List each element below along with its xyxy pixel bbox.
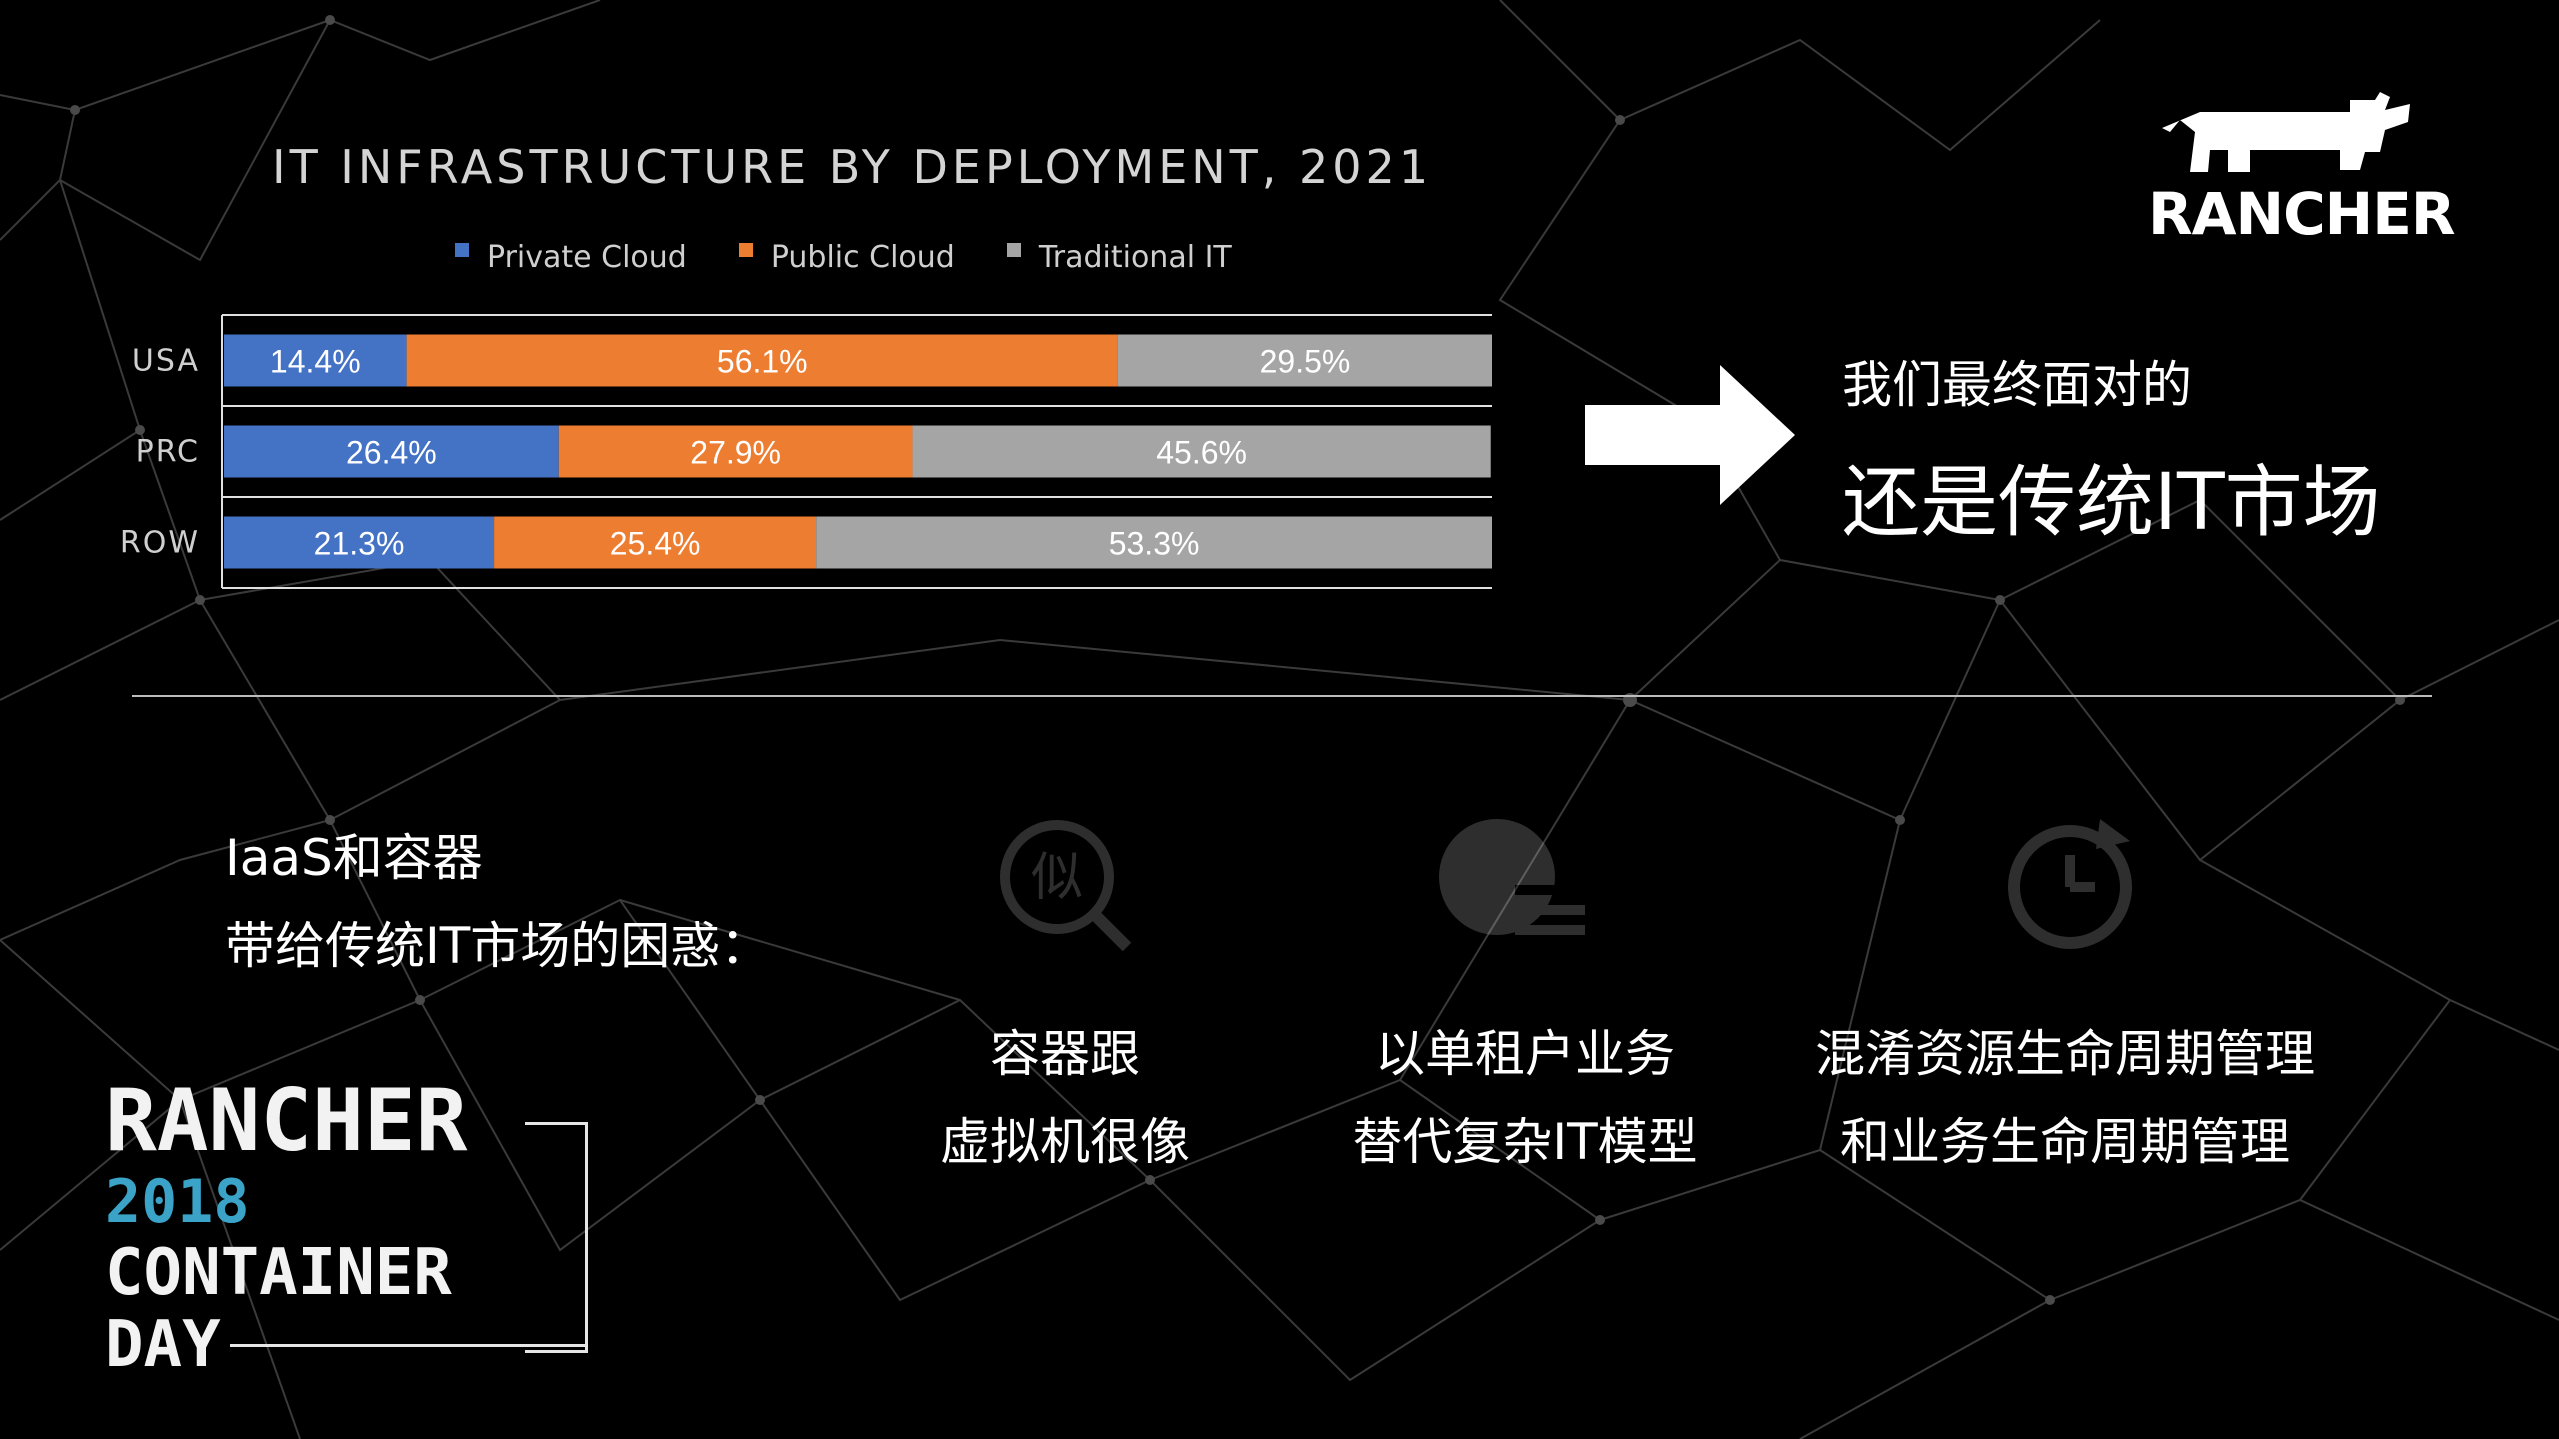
bar-public-cloud-row	[494, 516, 817, 569]
bar-traditional-it-row	[816, 516, 1492, 569]
event-logo-line-2: 2018	[105, 1167, 250, 1237]
section-divider	[132, 695, 2432, 697]
bar-public-cloud-prc	[558, 425, 913, 478]
right-subtitle: 我们最终面对的	[1842, 356, 2192, 414]
data-label-public-cloud-usa: 56.1%	[717, 344, 808, 380]
question-line-1: IaaS和容器	[225, 829, 483, 887]
data-label-traditional-it-row: 53.3%	[1109, 526, 1200, 562]
legend-label-traditional-it: Traditional IT	[1038, 240, 1232, 275]
chart-title: IT INFRASTRUCTURE BY DEPLOYMENT, 2021	[272, 140, 1433, 194]
category-label-row: ROW	[120, 526, 200, 561]
data-label-public-cloud-prc: 27.9%	[690, 435, 781, 471]
point-lifecycle-line-2: 和业务生命周期管理	[1840, 1113, 2290, 1171]
legend-swatch-traditional-it	[1006, 242, 1021, 257]
point-similar: 容器跟 虚拟机很像	[880, 1010, 1250, 1186]
data-label-private-cloud-row: 21.3%	[314, 526, 405, 562]
legend-item-traditional-it: Traditional IT	[1006, 240, 1232, 275]
data-label-traditional-it-usa: 29.5%	[1260, 344, 1351, 380]
right-headline: 还是传统IT市场	[1842, 458, 2381, 548]
svg-text:似: 似	[1031, 848, 1083, 908]
data-label-private-cloud-prc: 26.4%	[346, 435, 437, 471]
point-lifecycle-line-1: 混淆资源生命周期管理	[1815, 1025, 2315, 1083]
point-similar-line-1: 容器跟	[990, 1025, 1140, 1083]
chart-legend: Private Cloud Public Cloud Traditional I…	[455, 240, 1232, 275]
business-model-icon	[1439, 819, 1585, 935]
bar-traditional-it-prc	[912, 425, 1491, 478]
bar-traditional-it-usa	[1117, 334, 1492, 387]
bar-private-cloud-usa	[224, 334, 407, 387]
legend-item-public-cloud: Public Cloud	[738, 240, 955, 275]
point-business-model: 以单租户业务 替代复杂IT模型	[1300, 1010, 1750, 1186]
category-label-prc: PRC	[136, 435, 200, 470]
data-label-traditional-it-prc: 45.6%	[1156, 435, 1247, 471]
event-logo: RANCHER 2018 CONTAINER DAY	[105, 1075, 467, 1381]
legend-swatch-public-cloud	[738, 242, 753, 257]
point-business-model-line-2: 替代复杂IT模型	[1352, 1113, 1698, 1171]
data-label-private-cloud-usa: 14.4%	[270, 344, 361, 380]
right-arrow-icon	[1585, 365, 1795, 505]
legend-label-private-cloud: Private Cloud	[487, 240, 687, 275]
question-line-2: 带给传统IT市场的困惑：	[225, 917, 771, 975]
stacked-bar-chart: USA 14.4% 56.1% 29.5% PRC 26.4% 27.9% 45.6% ROW 2…	[120, 314, 1492, 589]
legend-swatch-private-cloud	[455, 242, 469, 257]
similar-icon: 似	[1000, 820, 1132, 952]
event-logo-line-1: RANCHER	[105, 1071, 468, 1171]
event-logo-line-4: DAY	[105, 1308, 221, 1382]
bar-private-cloud-prc	[224, 425, 559, 478]
bar-public-cloud-usa	[406, 334, 1118, 387]
legend-label-public-cloud: Public Cloud	[770, 240, 955, 275]
data-label-public-cloud-row: 25.4%	[610, 526, 701, 562]
legend-item-private-cloud: Private Cloud	[455, 240, 687, 275]
point-similar-line-2: 虚拟机很像	[940, 1113, 1190, 1171]
point-business-model-line-1: 以单租户业务	[1375, 1025, 1675, 1083]
category-label-usa: USA	[132, 344, 200, 379]
event-logo-frame	[525, 1122, 588, 1353]
event-logo-frame-bottom	[230, 1344, 585, 1347]
event-logo-line-3: CONTAINER	[105, 1236, 452, 1310]
lifecycle-clock-icon	[2008, 819, 2132, 949]
point-lifecycle: 混淆资源生命周期管理 和业务生命周期管理	[1790, 1010, 2340, 1186]
rancher-bull-logo-icon	[2162, 92, 2410, 172]
bar-private-cloud-row	[224, 516, 495, 569]
rancher-logo-text: RANCHER	[2148, 180, 2455, 248]
